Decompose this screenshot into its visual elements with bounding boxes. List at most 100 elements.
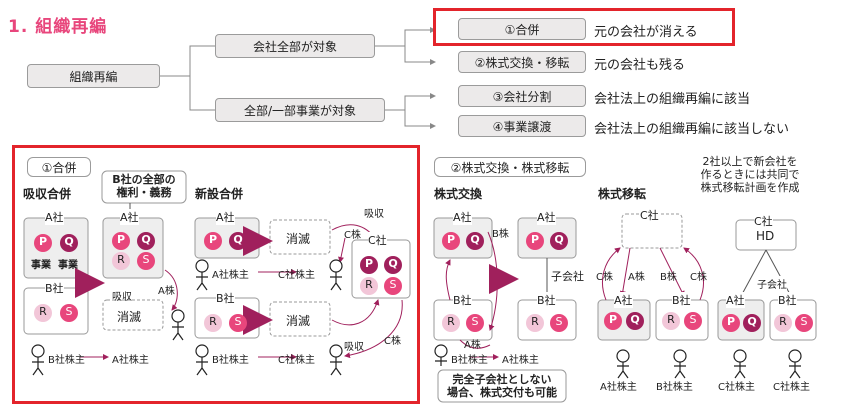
tr-c-shares-1: C株: [596, 272, 613, 283]
branch-whole-company: 会社全部が対象: [215, 34, 375, 58]
merger-panel-frame: [12, 145, 420, 404]
new-absorb-arrow-b: [331, 299, 380, 326]
absorb-biz-1: 事業: [31, 260, 51, 271]
absorb-a-label: A社: [45, 209, 64, 225]
new-c-shares-arrow-b: [344, 299, 403, 359]
absorb-b-label: B社: [45, 280, 64, 296]
new-p: P: [208, 233, 218, 246]
absorb-q-letter: Q: [64, 235, 74, 248]
new-c-q: Q: [388, 257, 398, 270]
new-c-label: C社: [368, 232, 387, 248]
page-title: 1. 組織再編: [8, 17, 108, 37]
tr-b-shares: B株: [660, 272, 677, 283]
hd-text: HD: [756, 229, 775, 243]
hd-c-holder-2: C社株主: [773, 382, 810, 393]
highlight-frame-merger: [433, 8, 735, 46]
new-b-holder: B社株主: [212, 355, 249, 366]
ex-q: Q: [470, 233, 480, 246]
hd-b-label: B社: [778, 292, 797, 308]
absorb-r-letter: R: [39, 305, 47, 318]
tr-a-label: A社: [614, 292, 633, 308]
callout-text: B社の全部の 権利・義務: [112, 173, 176, 199]
new-a-extinct: 消滅: [286, 232, 311, 246]
absorb-after-s: S: [142, 253, 150, 266]
absorb-b-holder: B社株主: [48, 355, 85, 366]
branch-business: 全部/一部事業が対象: [215, 98, 385, 122]
leaf-share-exchange-desc: 元の会社も残る: [594, 58, 686, 73]
new-q: Q: [233, 233, 243, 246]
tr-a-shares: A株: [628, 272, 645, 283]
new-r: R: [209, 315, 217, 328]
absorb-merger-title: 吸収合併: [23, 187, 72, 201]
root-node: 組織再編: [27, 64, 160, 88]
absorb-label-text: 吸収: [112, 292, 132, 303]
tr-b-holder: B社株主: [656, 382, 693, 393]
absorb-biz-2: 事業: [58, 260, 78, 271]
hd-p: P: [726, 315, 736, 328]
absorb-a-circles: [34, 232, 402, 332]
merger-tag: ①合併: [27, 157, 91, 177]
absorb-a-after-label: A社: [120, 209, 139, 225]
tr-s: S: [689, 313, 697, 326]
ex-p: P: [446, 233, 456, 246]
ex-subsidiary-label: 子会社: [551, 270, 584, 283]
leaf-merger-desc: 元の会社が消える: [594, 25, 698, 40]
ex-b-holder: B社株主: [451, 355, 488, 366]
hd-c-label: C社: [754, 213, 773, 229]
leaf-business-transfer: ④事業譲渡: [458, 115, 586, 137]
callout-box: [101, 170, 187, 204]
absorb-after-r: R: [117, 253, 125, 266]
hd-subsidiary: 子会社: [757, 276, 787, 291]
new-c-r: R: [365, 278, 373, 291]
new-merger-title: 新設合併: [195, 187, 244, 201]
leaf-business-transfer-desc: 会社法上の組織再編に該当しない: [594, 122, 790, 137]
merger-holder-figures: [31, 259, 343, 376]
new-s: S: [234, 315, 242, 328]
hd-q: Q: [747, 315, 757, 328]
tr-p: P: [608, 313, 618, 326]
exchange-tag: ②株式交換・株式移転: [434, 157, 586, 177]
ex-a-label: A社: [453, 209, 472, 225]
exchange-holder-figures: [434, 344, 802, 379]
ex-b-shares-label: B株: [492, 229, 509, 240]
new-c-shares-label-1: C株: [344, 230, 361, 241]
exchange-circles: [442, 232, 813, 332]
leaf-split: ③会社分割: [458, 85, 586, 107]
hd-a-label: A社: [726, 292, 745, 308]
absorb-s-letter: S: [65, 305, 73, 318]
a-shares-arrow: [164, 269, 178, 311]
new-absorb-label-2: 吸収: [344, 342, 364, 353]
footnote-text: 完全子会社としない 場合、株式交付も可能: [447, 373, 557, 399]
tr-a-holder: A社株主: [600, 382, 637, 393]
ex-after-r: R: [531, 315, 539, 328]
tr-r: R: [667, 313, 675, 326]
share-transfer-title: 株式移転: [598, 187, 647, 201]
tr-q: Q: [630, 313, 640, 326]
new-c-s: S: [389, 278, 397, 291]
tr-c-shares-2: C株: [690, 272, 707, 283]
new-b-extinct: 消滅: [286, 314, 311, 328]
absorb-extinct-box: [102, 299, 164, 331]
ex-after-q: Q: [554, 233, 564, 246]
absorb-p-letter: P: [38, 235, 48, 248]
new-a-holder: A社株主: [212, 270, 249, 281]
new-b-label: B社: [216, 290, 235, 306]
absorb-after-p: P: [116, 233, 126, 246]
ex-r: R: [447, 315, 455, 328]
hd-s: S: [800, 315, 808, 328]
new-absorb-label-1: 吸収: [364, 209, 384, 220]
leaf-split-desc: 会社法上の組織再編に該当: [594, 92, 751, 107]
new-c-p: P: [364, 257, 374, 270]
share-exchange-title: 株式交換: [434, 187, 483, 201]
ex-s: S: [471, 315, 479, 328]
new-c-shares-arrow-a: [338, 237, 346, 263]
new-a-label: A社: [216, 209, 235, 225]
absorb-extinct-text: 消滅: [117, 310, 142, 324]
ex-after-p: P: [530, 233, 540, 246]
ex-b-label: B社: [453, 292, 472, 308]
tr-c-label: C社: [640, 207, 659, 223]
new-c-holder-1: C社株主: [278, 270, 315, 281]
leaf-merger: ①合併: [458, 18, 586, 40]
